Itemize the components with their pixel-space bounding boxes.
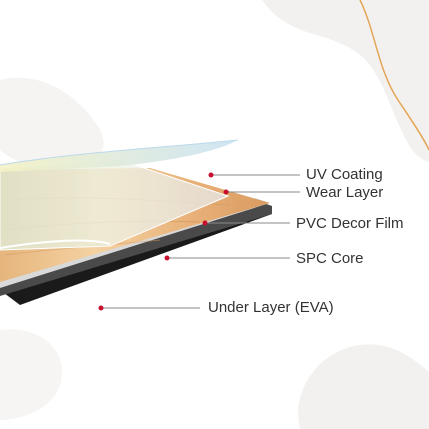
- label-pvc-decor-film: PVC Decor Film: [296, 215, 404, 232]
- label-spc-core: SPC Core: [296, 250, 364, 267]
- marker-pvc-decor-film: [202, 220, 208, 226]
- label-wear-layer: Wear Layer: [306, 184, 384, 201]
- uv-coating-sheet: [0, 140, 238, 172]
- uv-coating-edge: [0, 139, 239, 166]
- label-under-layer: Under Layer (EVA): [208, 299, 334, 316]
- background-blob-bottom-right: [298, 344, 429, 429]
- wear-layer-curl: [0, 239, 111, 249]
- blob-outline-curve: [359, 0, 429, 151]
- marker-spc-core: [164, 255, 170, 261]
- background-blob-left: [0, 77, 104, 170]
- marker-wear-layer: [223, 189, 229, 195]
- marker-under-layer: [98, 305, 104, 311]
- label-uv-coating: UV Coating: [306, 166, 383, 183]
- background-blob-bottom-left: [0, 329, 62, 420]
- marker-uv-coating: [208, 172, 214, 178]
- background-blob-top-right: [262, 0, 429, 162]
